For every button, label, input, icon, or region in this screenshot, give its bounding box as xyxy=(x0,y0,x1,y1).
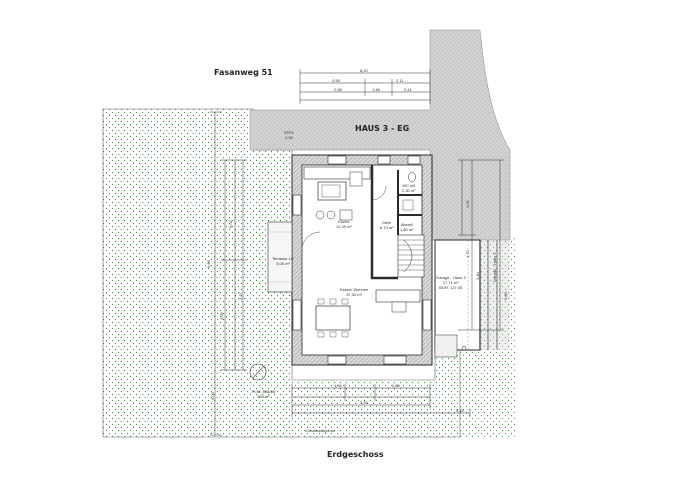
dim-text: 2,89 xyxy=(392,383,400,388)
room-garage-haus2: Garage - Haus 2 xyxy=(492,252,497,282)
north-arrow-icon xyxy=(249,363,267,381)
room-area: 1,80 m² xyxy=(400,227,414,232)
room-name: STPL xyxy=(284,130,295,135)
address-label: Fasanweg 51 xyxy=(214,68,273,77)
room-name: Abstell xyxy=(400,222,413,227)
dim-text: 2,40 xyxy=(475,272,480,280)
plot-area: 265 m² xyxy=(257,394,270,399)
room-name: Garage - Haus 3 xyxy=(436,275,466,280)
room-wc: WC eD 2,30 m² xyxy=(402,183,416,193)
dim-text: 3,05 xyxy=(219,312,224,320)
garage-structure xyxy=(434,239,498,351)
dim-text: 1,94 xyxy=(334,383,342,388)
room-area: 12,40 m² xyxy=(336,224,352,229)
room-kueche: Küche 12,40 m² xyxy=(336,219,352,229)
dim-text: 2,58 xyxy=(334,87,342,92)
room-name: Diele xyxy=(382,220,392,225)
staircase xyxy=(397,234,425,278)
kitchen-furniture xyxy=(303,166,371,221)
entrance-step xyxy=(434,334,467,358)
room-essen-wohnen: Essen/ Wohnen 37,30 m² xyxy=(340,287,368,297)
room-stpl: STPL 2,55 xyxy=(284,130,294,140)
room-name: Terrasse 1/2 xyxy=(272,256,295,261)
dimensions-bottom xyxy=(291,384,471,417)
dim-text: 3,58 xyxy=(332,78,340,83)
room-area: 2,55 xyxy=(285,135,293,140)
terrace xyxy=(267,221,293,293)
dim-text: 1,72 xyxy=(465,250,470,258)
house-title: HAUS 3 - EG xyxy=(355,124,410,133)
dimensions-top xyxy=(299,69,431,104)
room-area: 2,30 m² xyxy=(402,188,416,193)
plot-info: Fl.Nr. 868/28 265 m² xyxy=(252,389,275,399)
dimensions-left xyxy=(210,111,247,436)
dim-text: 9,45 xyxy=(456,408,464,413)
floor-title: Erdgeschoss xyxy=(327,450,384,459)
dim-text: 9,00 xyxy=(503,292,508,300)
room-extra: BGH: 127,05 xyxy=(439,285,463,290)
room-abstell: Abstell 1,80 m² xyxy=(400,222,414,232)
dim-text: 9,83 xyxy=(206,260,211,268)
boundary-label: Grundstücksgrenze xyxy=(305,429,336,433)
dim-text: 1,48 xyxy=(372,87,380,92)
room-name: Garage - Haus 2 xyxy=(492,252,497,282)
dim-text: 3,05 xyxy=(465,200,470,208)
wc-fixtures xyxy=(402,171,416,211)
room-diele: Diele 8,70 m² xyxy=(380,220,394,230)
dim-text: 2,41 xyxy=(404,87,412,92)
room-terrasse: Terrasse 1/2 8,06 m² xyxy=(272,256,294,266)
dim-text: 6,02 xyxy=(228,220,233,228)
dim-text: 3,45 xyxy=(360,400,368,405)
room-name: WC eD xyxy=(402,183,416,188)
dimensions-right xyxy=(458,159,504,331)
dim-text: 3,57 xyxy=(238,292,243,300)
living-furniture xyxy=(315,289,421,338)
dim-text: 9,00 xyxy=(210,392,215,400)
room-area: 8,70 m² xyxy=(380,225,394,230)
room-name: Essen/ Wohnen xyxy=(340,287,369,292)
plot-number: Fl.Nr. 868/28 xyxy=(252,389,275,394)
room-area: 37,30 m² xyxy=(346,292,362,297)
room-area: 8,06 m² xyxy=(276,261,290,266)
room-name: Küche xyxy=(338,219,350,224)
dim-text: 8,20 xyxy=(360,68,368,73)
room-garage: Garage - Haus 3 17,71 m² BGH: 127,05 xyxy=(436,275,466,290)
room-area: 17,71 m² xyxy=(442,280,459,285)
dim-text: 2,11 xyxy=(396,78,404,83)
